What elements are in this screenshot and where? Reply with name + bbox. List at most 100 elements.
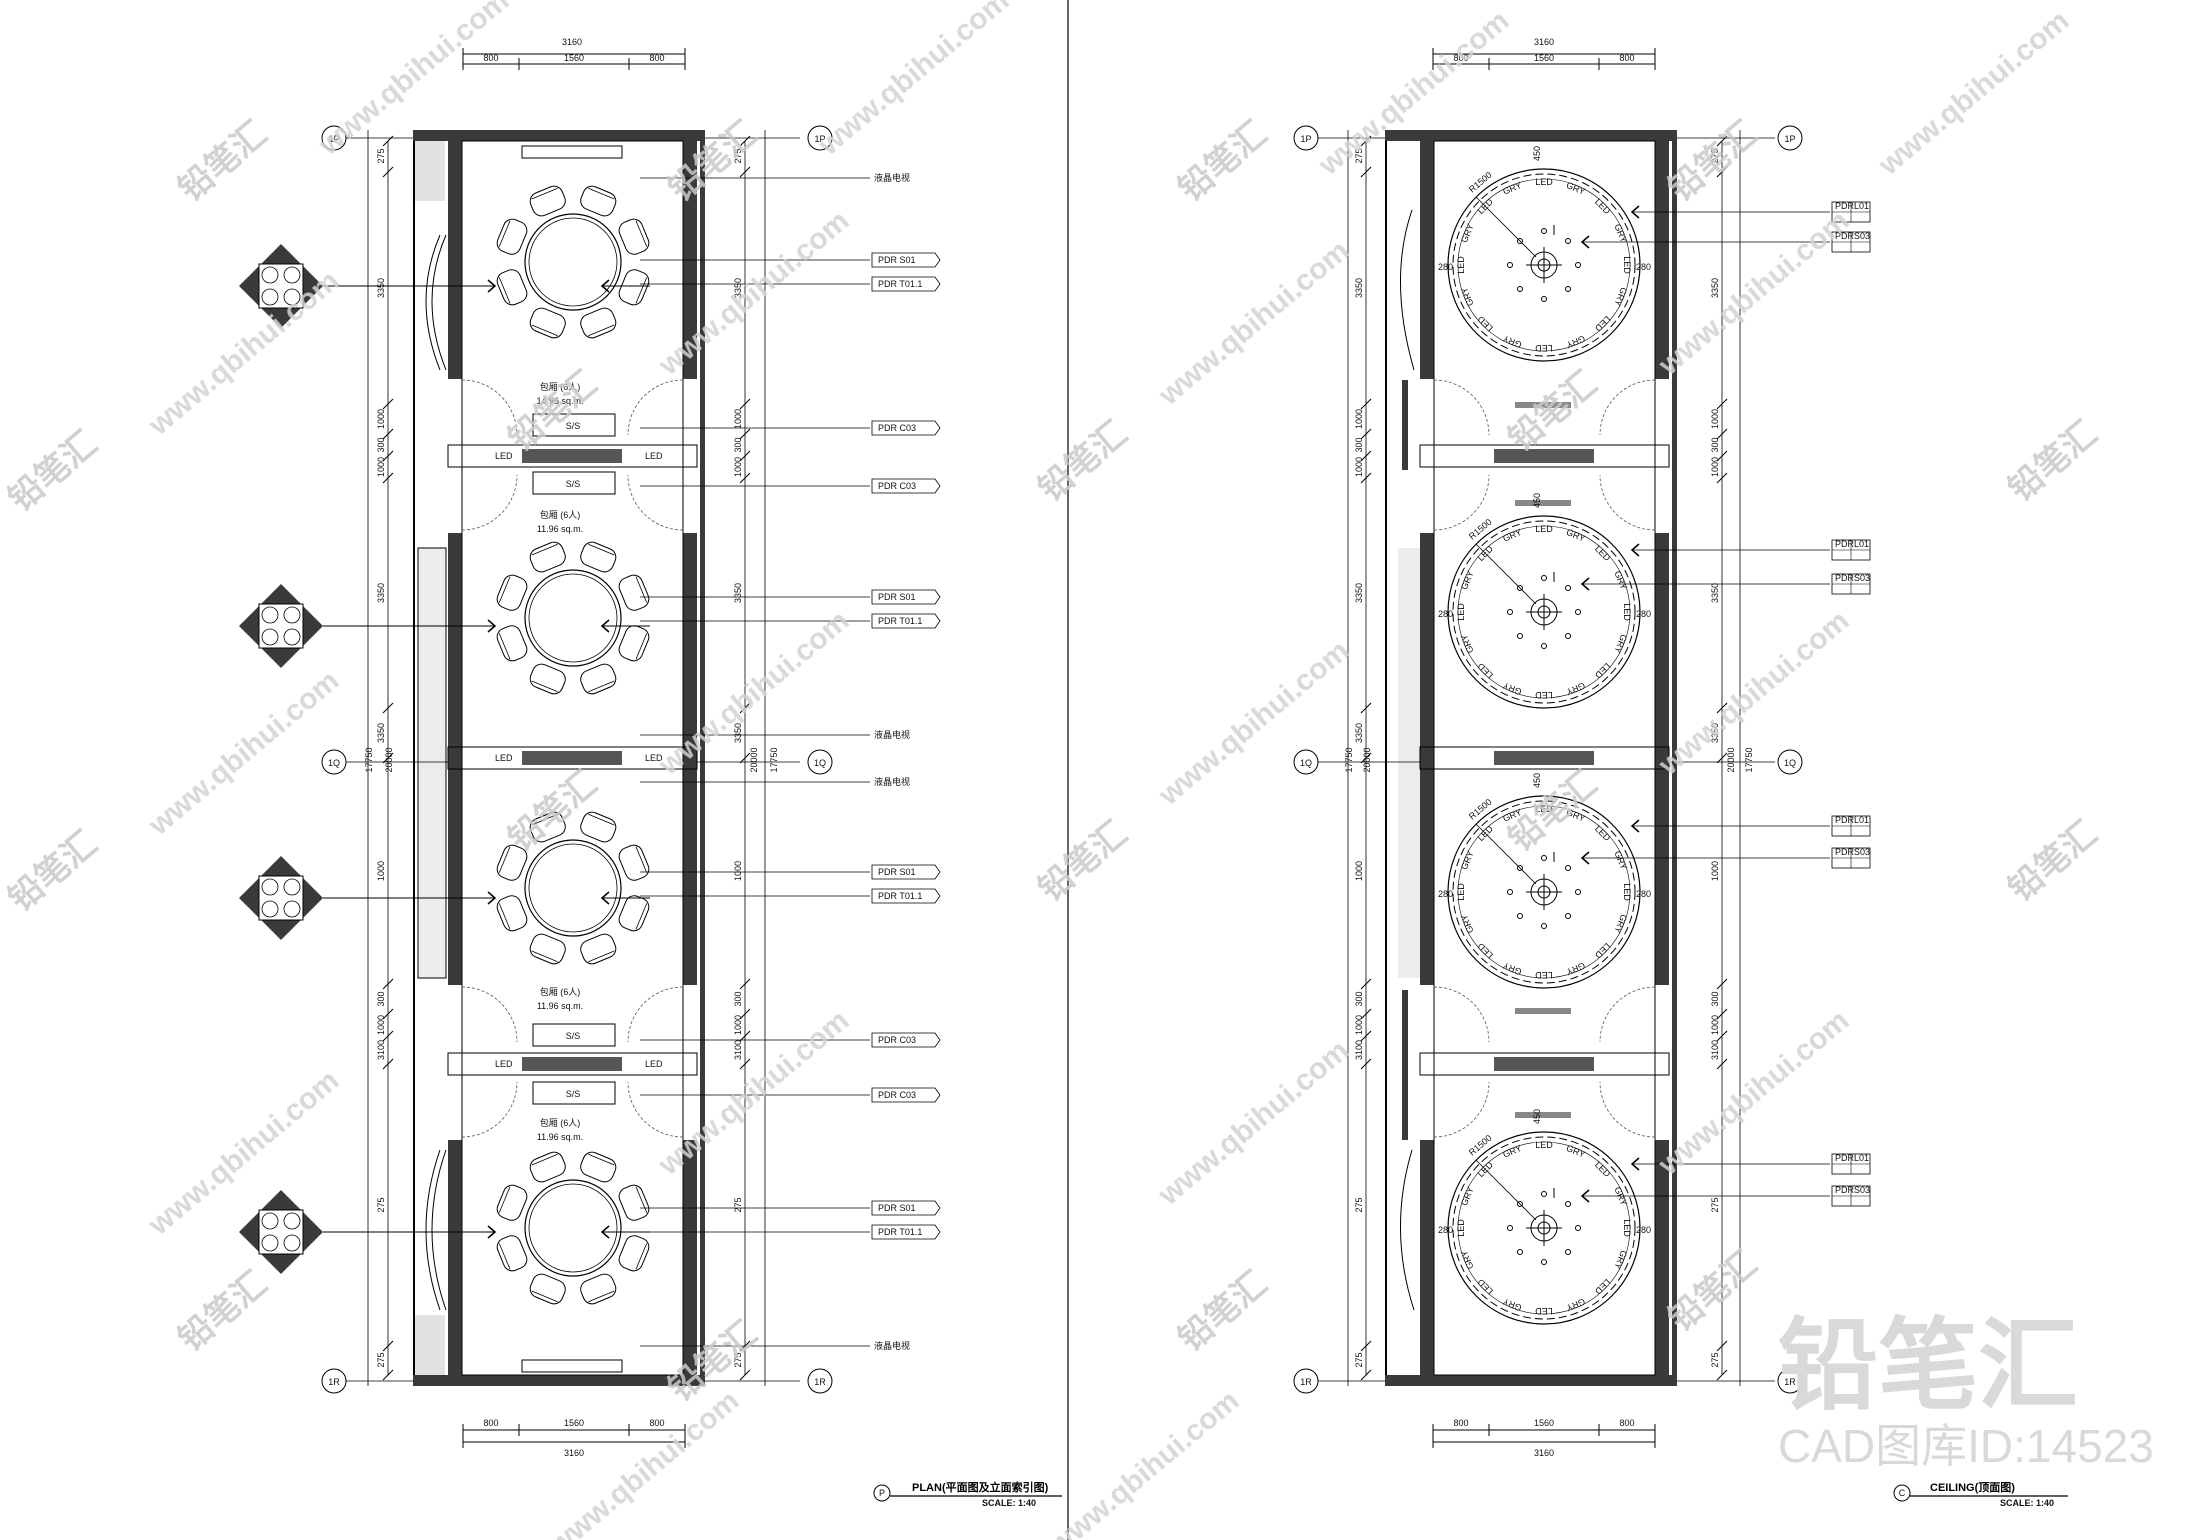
material-leader: PDR S01 (640, 1200, 941, 1216)
plan-right-outer-wall (700, 130, 705, 1386)
radius-label: R1500 (1467, 1133, 1494, 1158)
led-label: LED (1535, 1306, 1553, 1316)
plan-title: PLAN(平面图及立面索引图) (912, 1480, 1049, 1494)
ceiling-left-line (1385, 141, 1387, 1375)
ceiling-tag-item: L01 (1854, 201, 1869, 211)
material-tag-text: PDR C03 (878, 1090, 916, 1100)
dining-table (496, 1151, 650, 1305)
material-leader: 液晶电视 (640, 729, 910, 740)
length-segment-label: 3100 (1710, 1040, 1720, 1060)
watermark-url: www.qbihui.com (1312, 4, 1516, 182)
elevation-index-symbol (239, 856, 650, 940)
radius-label: R1500 (1467, 797, 1494, 822)
ceiling-tag-code: PDR (1835, 847, 1855, 857)
offset-label: 280 (1438, 889, 1453, 899)
led-label: LED (1456, 256, 1466, 274)
plan-grid-1p-left: 1P (328, 134, 339, 144)
ceiling-grid-1q-right: 1Q (1784, 758, 1796, 768)
watermark-url: www.qbihui.com (652, 1004, 856, 1182)
plan-drawing: 3160 800 1560 800 800 1560 800 3160 (239, 37, 1062, 1508)
length-segment-label: 3350 (733, 723, 743, 743)
material-leader: 液晶电视 (640, 776, 910, 787)
length-segment-label: 1000 (1710, 861, 1720, 881)
ceiling-linear-lights (1515, 402, 1571, 1118)
led-label: LED (1593, 1160, 1613, 1180)
plan-dining-tables (496, 185, 650, 1305)
led-label: LED (1456, 883, 1466, 901)
chair (618, 218, 650, 255)
plan-led-label: LED (645, 451, 663, 461)
offset-label: 280 (1636, 262, 1651, 272)
ceiling-tag-item: L01 (1854, 815, 1869, 825)
plan-grid-1p-right: 1P (814, 134, 825, 144)
ceiling-width-seg-1: 800 (1453, 53, 1468, 63)
ceiling-cross-partitions (1419, 444, 1670, 1076)
led-label: LED (1593, 544, 1613, 564)
chair (496, 844, 528, 881)
ceiling-grid-1p-left: 1P (1300, 134, 1311, 144)
ceiling-inner-length-right: 20000 (1726, 747, 1736, 772)
material-leader: PDR S01 (640, 589, 941, 605)
chair (529, 663, 566, 695)
plan-room-3-name: 包厢 (6人) (540, 986, 581, 997)
ceiling-tag-item: S03 (1854, 573, 1870, 583)
plan-grid-1q-left: 1Q (328, 758, 340, 768)
ceiling-circular-coves: LEDGRYLEDGRYLEDGRYLEDGRYLEDGRYLEDGRYLEDG… (1438, 146, 1651, 1325)
ceiling-title-symbol (1893, 1484, 1911, 1502)
material-leader: PDR C03 (640, 420, 941, 436)
ceiling-scale: SCALE: 1:40 (2000, 1498, 2054, 1508)
material-leader: 液晶电视 (640, 1340, 910, 1351)
offset-label: 280 (1636, 889, 1651, 899)
chair (618, 844, 650, 881)
chair (496, 574, 528, 611)
ceiling-tag-item: S03 (1854, 231, 1870, 241)
material-leader: PDR S01 (640, 252, 941, 268)
plan-tv-cabinets (521, 145, 623, 1373)
length-segment-label: 300 (376, 437, 386, 452)
material-tag-text: PDR S01 (878, 255, 916, 265)
chair (529, 307, 566, 339)
chair (496, 895, 528, 932)
watermark-brand: 铅笔汇 (2, 824, 105, 919)
led-label: LED (1535, 177, 1553, 187)
led-label: LED (1593, 1277, 1613, 1297)
plan-dimension-ticks (382, 135, 751, 1381)
ceiling-tag-code: PDR (1835, 1185, 1855, 1195)
plan-top-dimensions (462, 48, 686, 70)
plan-led-label: LED (495, 1059, 513, 1069)
ceiling-tag-code: PDR (1835, 1153, 1855, 1163)
plan-grid-bubbles (321, 125, 833, 1394)
elevation-index-symbol (239, 584, 650, 668)
dining-table (496, 541, 650, 695)
plan-room-3-area: 11.96 sq.m. (537, 1001, 583, 1011)
length-segment-label: 1000 (376, 861, 386, 881)
length-segment-label: 1000 (1354, 409, 1364, 429)
length-segment-label: 3350 (1710, 278, 1720, 298)
chair (618, 574, 650, 611)
watermark-brand: 铅笔汇 (1662, 1244, 1765, 1339)
length-segment-label: 3350 (1354, 278, 1364, 298)
ceiling-title-symbol-letter: C (1899, 1488, 1906, 1498)
chair (529, 1273, 566, 1305)
plan-room-1-area: 14.96 sq.m. (536, 396, 583, 406)
ceiling-curved-glazing (1399, 209, 1415, 1311)
length-segment-label: 300 (733, 991, 743, 1006)
plan-cross-partitions (447, 444, 698, 1076)
watermark-brand: 铅笔汇 (1662, 114, 1765, 209)
material-tag-text: PDR T01.1 (878, 891, 922, 901)
corner-watermark-brand: 铅笔汇 (1778, 1310, 2078, 1422)
length-segment-label: 1000 (376, 457, 386, 477)
watermark-brand: 铅笔汇 (1172, 114, 1275, 209)
chair (496, 1235, 528, 1272)
ceiling-width-seg-2: 1560 (1534, 53, 1554, 63)
material-leader: PDR S01 (640, 864, 941, 880)
chair (580, 307, 617, 339)
led-label: LED (1475, 941, 1495, 961)
length-segment-label: 275 (376, 148, 386, 163)
watermark-url: www.qbihui.com (142, 1064, 346, 1242)
length-segment-label: 300 (1710, 437, 1720, 452)
corner-watermark-id: CAD图库ID:14523 (1778, 1420, 2154, 1472)
